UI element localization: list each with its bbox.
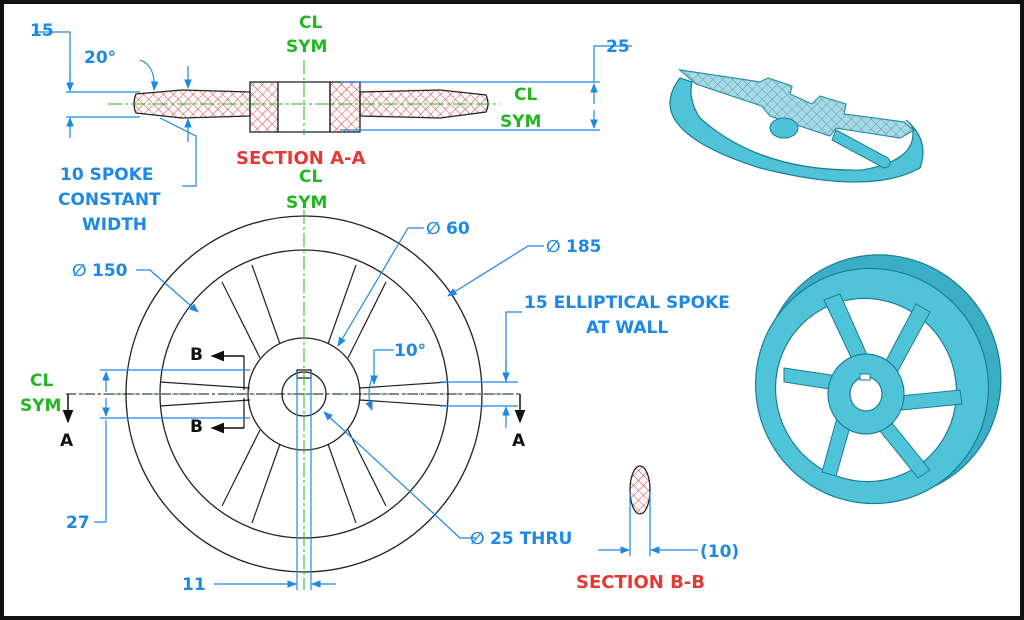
- iso-wheel-keyway: [859, 373, 871, 381]
- spoke-edge: [327, 443, 357, 524]
- dia-150-leader: [136, 269, 199, 313]
- iso-wheel-spokes: [783, 293, 963, 479]
- spoke-edge: [327, 264, 357, 345]
- thru-symbol: ∅: [470, 529, 485, 549]
- spoke-edge: [347, 281, 387, 359]
- elliptical-spoke-note-line1: 15 ELLIPTICAL SPOKE: [524, 293, 730, 313]
- cut-a-right-label: A: [512, 431, 526, 451]
- section-aa-cl-right: CL: [514, 85, 537, 105]
- note-spoke-line1: 10 SPOKE: [60, 165, 154, 185]
- iso-section-spoke: [831, 129, 891, 169]
- spoke-edge: [221, 281, 261, 359]
- angle-10-leader: [370, 349, 394, 385]
- section-aa-sym-top: SYM: [286, 37, 327, 57]
- angle-20-leader: [139, 59, 159, 91]
- elliptical-spoke-leader: [505, 311, 522, 382]
- spoke-edge: [221, 429, 261, 507]
- section-aa-sym-right: SYM: [500, 112, 541, 132]
- note-spoke-leader: [159, 117, 197, 187]
- dia-150-symbol: ∅: [72, 261, 87, 281]
- dia-60-label: 60: [446, 219, 470, 239]
- front-sym-left: SYM: [20, 396, 61, 416]
- section-bb-view: (10) SECTION B-B: [576, 465, 739, 593]
- section-aa-view: 15 20° 10 SPOKE CONSTANT WIDTH 25 CL SYM…: [30, 13, 632, 235]
- cut-a-left-label: A: [60, 431, 74, 451]
- dim-15-label: 15: [30, 21, 54, 41]
- front-sym-top: SYM: [286, 193, 327, 213]
- spoke-edge: [359, 381, 449, 389]
- thru-label: 25 THRU: [490, 529, 572, 549]
- spokes: [159, 264, 449, 524]
- dim-10-label: (10): [700, 542, 739, 562]
- dia-150-label: 150: [92, 261, 128, 281]
- section-bb-ellipse: [629, 465, 651, 515]
- spoke-edge: [159, 381, 251, 389]
- dim-25-label: 25: [606, 37, 630, 57]
- spoke-edge: [251, 264, 281, 345]
- drawing-canvas: 15 20° 10 SPOKE CONSTANT WIDTH 25 CL SYM…: [20, 13, 1002, 595]
- section-aa-hub-left: [249, 81, 279, 133]
- note-spoke-line3: WIDTH: [82, 215, 147, 235]
- iso-wheel-model: [754, 254, 1002, 505]
- angle-10-label: 10°: [394, 341, 426, 361]
- dia-185-symbol: ∅: [546, 237, 561, 257]
- spoke-edge: [347, 429, 387, 507]
- elliptical-spoke-note-line2: AT WALL: [586, 318, 668, 338]
- dim-27-leader: [94, 420, 107, 523]
- spoke-edge: [251, 443, 281, 524]
- section-aa-title: SECTION A-A: [236, 148, 365, 169]
- iso-section-hub: [769, 117, 799, 139]
- note-spoke-line2: CONSTANT: [58, 190, 161, 210]
- iso-section-hatch-bg: [680, 70, 914, 138]
- dia-185-leader: [447, 245, 544, 297]
- spoke-edge: [359, 399, 449, 407]
- dim-11-label: 11: [182, 575, 206, 595]
- section-aa-hub-right: [329, 81, 361, 133]
- thru-leader: [323, 411, 476, 539]
- cut-b-bottom-label: B: [190, 417, 203, 437]
- angle-10-arc: [365, 377, 373, 411]
- front-view: A A B B CL SYM CL SYM ∅ 150 ∅ 60 ∅ 185 1…: [20, 167, 730, 595]
- dia-185-label: 185: [566, 237, 602, 257]
- spoke-edge: [159, 399, 251, 407]
- dim-27-label: 27: [66, 513, 90, 533]
- cut-b-top-label: B: [190, 345, 203, 365]
- angle-20-label: 20°: [84, 48, 116, 68]
- front-cl-top: CL: [299, 167, 322, 187]
- front-cl-left: CL: [30, 371, 53, 391]
- dia-60-leader: [337, 227, 424, 347]
- iso-section-model: [669, 69, 924, 183]
- iso-section-rim: [669, 77, 924, 183]
- iso-wheel-bore: [849, 376, 883, 412]
- section-bb-title: SECTION B-B: [576, 572, 705, 593]
- dim-25-leader: [593, 45, 632, 82]
- dia-60-symbol: ∅: [426, 219, 441, 239]
- section-aa-cl-top: CL: [299, 13, 322, 33]
